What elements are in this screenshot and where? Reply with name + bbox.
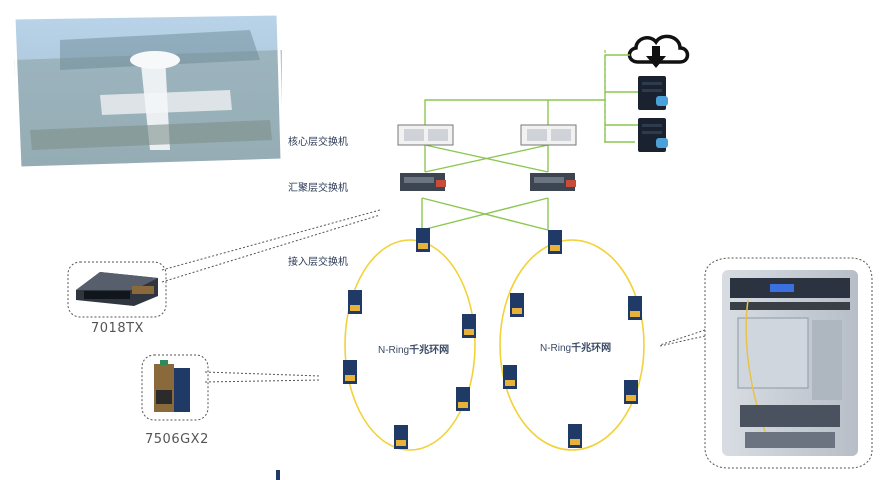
airport-photo xyxy=(12,12,284,170)
core-layer-label: 核心层交换机 xyxy=(288,137,348,148)
access-switch-icon xyxy=(348,290,362,314)
cabinet-photo xyxy=(659,257,873,469)
core-switch-icon xyxy=(397,124,454,146)
access-switch-icon xyxy=(548,230,562,254)
aggregation-switch-icon xyxy=(530,173,576,191)
aggregation-layer-label: 汇聚层交换机 xyxy=(288,183,348,194)
access-switch-icon xyxy=(510,293,524,317)
product-7506gx2-callout xyxy=(141,354,321,421)
server-icon xyxy=(638,118,668,152)
access-layer-label: 接入层交换机 xyxy=(288,257,348,268)
access-switch-icon xyxy=(416,228,430,252)
product-model-7506gx2: 7506GX2 xyxy=(145,432,209,447)
access-switch-icon xyxy=(462,314,476,338)
ring-1-label: N-Ring千兆环网 xyxy=(378,341,449,356)
ring-2-label: N-Ring千兆环网 xyxy=(540,339,611,354)
product-7018tx-callout xyxy=(67,209,381,318)
ring-1 xyxy=(344,239,476,451)
access-switch-icon xyxy=(394,425,408,449)
access-switch-icon xyxy=(628,296,642,320)
slide-marker xyxy=(276,470,280,480)
server-icon xyxy=(638,76,668,110)
ring-2 xyxy=(499,239,645,451)
core-switch-icon xyxy=(520,124,577,146)
ring-1-label-suffix: 千兆环网 xyxy=(409,345,450,356)
access-switch-icon xyxy=(456,387,470,411)
product-model-7018tx: 7018TX xyxy=(91,321,144,336)
ring-1-label-prefix: N-Ring xyxy=(378,345,410,356)
access-switch-icon xyxy=(624,380,638,404)
access-switch-icon xyxy=(343,360,357,384)
aggregation-switch-icon xyxy=(400,173,446,191)
ring-2-label-prefix: N-Ring xyxy=(540,343,572,354)
cloud-download-icon xyxy=(627,34,690,68)
access-switch-icon xyxy=(568,424,582,448)
access-switch-icon xyxy=(503,365,517,389)
ring-2-label-suffix: 千兆环网 xyxy=(571,343,612,354)
